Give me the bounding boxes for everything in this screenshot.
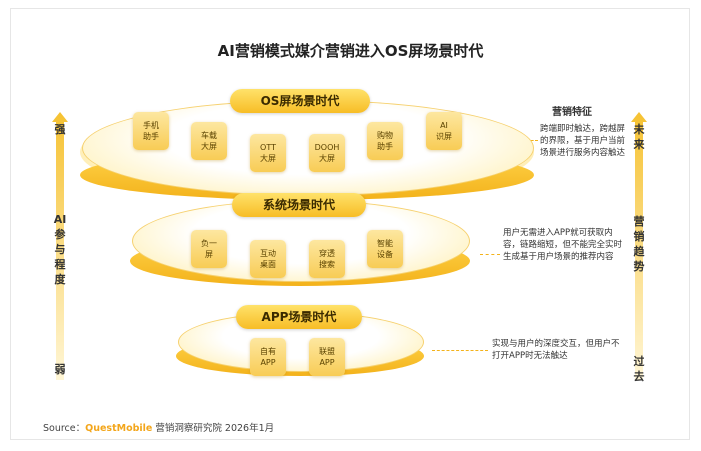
left-axis-top-label: 强 [54, 123, 66, 136]
right-axis-label: 营销趋势 [633, 215, 645, 273]
source-brand: QuestMobile [85, 423, 153, 434]
os-chip-shopping-assistant: 购物 助手 [367, 122, 403, 160]
os-chip-ai-screen-recognition: AI 识屏 [426, 112, 462, 150]
os-chip-phone-assistant: 手机 助手 [133, 112, 169, 150]
source-prefix: Source： [43, 423, 86, 434]
os-feature-text: 跨端即时触达，跨越屏的界限，基于用户当前场景进行服务内容触达 [540, 124, 626, 158]
os-chip-dooh-screen: DOOH 大屏 [309, 134, 345, 172]
app-chip-own-app: 自有 APP [250, 338, 286, 376]
app-feature-connector [432, 350, 488, 351]
os-chip-ott-screen: OTT 大屏 [250, 134, 286, 172]
app-feature-text: 实现与用户的深度交互，但用户不打开APP时无法触达 [492, 339, 620, 361]
app-tier-label: APP场景时代 [236, 305, 362, 329]
system-feature-connector [480, 254, 500, 255]
right-axis-arrow [631, 112, 647, 380]
left-axis-arrow [52, 112, 68, 380]
os-chip-car-screen: 车载 大屏 [191, 122, 227, 160]
watermark [70, 180, 96, 240]
left-axis-label: AI参与程度 [53, 213, 67, 286]
right-axis-bottom-label: 过去 [633, 355, 645, 383]
system-feature-text: 用户无需进入APP就可获取内容，链路缩短，但不能完全实时生成基于用户场景的推荐内… [503, 228, 623, 262]
figure-title: AI营销模式媒介营销进入OS屏场景时代 [217, 42, 484, 60]
os-tier-label: OS屏场景时代 [230, 89, 370, 113]
right-axis-top-label: 未来 [633, 123, 645, 151]
system-chip-minus-one-screen: 负一 屏 [191, 230, 227, 268]
system-tier-top [132, 200, 470, 282]
system-chip-penetrating-search: 穿透 搜索 [309, 240, 345, 278]
source-line: Source：QuestMobile 营销洞察研究院 2026年1月 [43, 420, 274, 434]
source-suffix: 营销洞察研究院 2026年1月 [152, 423, 275, 434]
app-chip-alliance-app: 联盟 APP [309, 338, 345, 376]
system-chip-interactive-desktop: 互动 桌面 [250, 240, 286, 278]
features-heading: 营销特征 [552, 107, 592, 118]
left-axis-bottom-label: 弱 [54, 363, 66, 376]
system-chip-smart-device: 智能 设备 [367, 230, 403, 268]
system-tier-label: 系统场景时代 [232, 193, 366, 217]
